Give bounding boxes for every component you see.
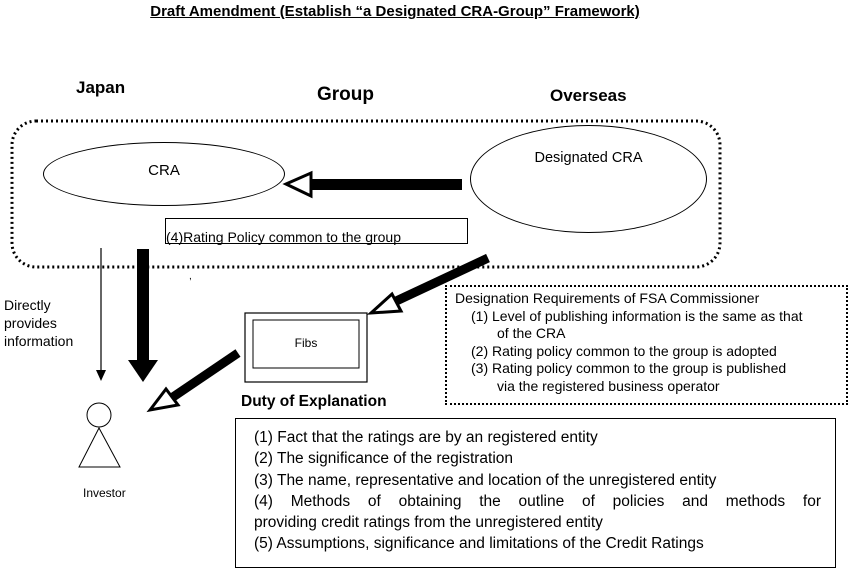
direct-info-line: information <box>4 333 74 349</box>
rating-policy-box: (4)Rating Policy common to the group <box>165 218 468 245</box>
duty-item: providing credit ratings from the unregi… <box>254 514 603 532</box>
duty-item: (3) The name, representative and locatio… <box>254 471 717 489</box>
duty-item: (4) Methods of obtaining the outline of … <box>254 492 821 510</box>
designated-cra-label: Designated CRA <box>534 150 643 166</box>
duty-item: (2) The significance of the registration <box>254 450 514 468</box>
duty-heading: Duty of Explanation <box>241 393 387 410</box>
designation-requirements-box: Designation Requirements of FSA Commissi… <box>445 285 848 405</box>
arrow-designated-to-cra <box>282 170 462 199</box>
direct-info-line: Directly <box>4 297 51 313</box>
fibs-label: Fibs <box>294 336 318 350</box>
designation-item: (1) Level of publishing information is t… <box>471 307 803 324</box>
designated-cra-node: Designated CRA <box>470 125 707 233</box>
arrow-fibs-to-investor <box>146 349 241 413</box>
investor-figure <box>78 402 121 468</box>
page-title: Draft Amendment (Establish “a Designated… <box>150 3 640 20</box>
designation-item: of the CRA <box>497 325 566 341</box>
region-japan-label: Japan <box>76 78 126 97</box>
designation-item: (2) Rating policy common to the group is… <box>471 342 777 359</box>
cra-node: CRA <box>43 142 285 206</box>
cra-label: CRA <box>148 161 180 179</box>
designation-item: (3) Rating policy common to the group is… <box>471 360 787 376</box>
rating-policy-label: (4)Rating Policy common to the group <box>166 229 401 245</box>
designation-heading: Designation Requirements of FSA Commissi… <box>455 290 760 306</box>
fibs-inner-box <box>252 319 360 369</box>
region-group-label: Group <box>317 84 374 105</box>
investor-label: Investor <box>83 486 126 500</box>
direct-info-line: provides <box>4 315 57 331</box>
arrow-cra-to-investor <box>128 249 158 382</box>
group-boundary <box>10 119 722 269</box>
designation-item: via the registered business operator <box>497 377 720 394</box>
direct-info-label: Directly provides information <box>4 296 73 350</box>
duty-of-explanation-box: (1) Fact that the ratings are by an regi… <box>235 418 836 568</box>
duty-item: (1) Fact that the ratings are by an regi… <box>254 429 598 446</box>
arrow-designated-to-fibs <box>366 253 490 315</box>
region-overseas-label: Overseas <box>550 86 627 105</box>
duty-item: (5) Assumptions, significance and limita… <box>254 535 704 553</box>
stray-mark: , <box>189 271 192 282</box>
arrow-direct-info <box>96 248 106 381</box>
